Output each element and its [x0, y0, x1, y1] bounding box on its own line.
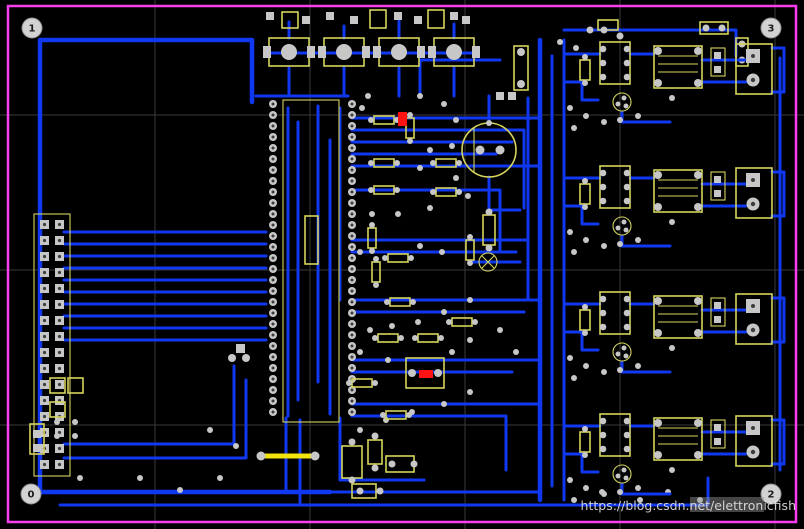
bottom-left-components: [29, 377, 84, 455]
main-ic-outline: [282, 99, 340, 423]
relay-channel-4: [562, 412, 786, 505]
relay-channel-1: [562, 40, 786, 133]
bottom-components: [341, 432, 418, 499]
red-marker-top: [398, 112, 407, 126]
crystal: [478, 252, 498, 272]
tall-component: [304, 215, 319, 265]
fiducial-top-left: 1: [21, 17, 43, 39]
relay-channel-2: [562, 164, 786, 257]
fiducial-top-right-label: 3: [768, 24, 775, 35]
resistor-group: [346, 112, 478, 420]
mid-left-pads: [228, 344, 250, 362]
fiducial-top-right: 3: [760, 17, 782, 39]
board-outline: [6, 4, 798, 524]
via-dots-layer: [77, 39, 703, 503]
capacitor-large: [461, 120, 517, 178]
top-center-component: [513, 45, 529, 91]
watermark: https://blog.csdn.net/elettronicfish: [581, 497, 796, 513]
mid-capacitor: [482, 208, 496, 252]
relay-channel-3: [562, 290, 786, 383]
tactile-buttons: [263, 37, 480, 67]
top-components: [266, 9, 516, 100]
watermark-highlight-box: [690, 497, 764, 512]
watermark-text: https://blog.csdn.net/elettronicfish: [581, 498, 796, 513]
highlight-net: [256, 451, 320, 461]
left-connector-outline: [33, 213, 71, 477]
fiducial-bottom-left-label: 0: [28, 490, 35, 501]
copper-traces-layer: [37, 18, 782, 507]
left-bus-traces: [62, 230, 268, 342]
highlighted-component: [405, 357, 445, 389]
main-ic-pads: [269, 100, 356, 416]
fiducial-bottom-right-label: 2: [768, 490, 775, 501]
fiducial-bottom-left: 0: [20, 483, 42, 505]
fiducial-top-left-label: 1: [29, 24, 36, 35]
fiducial-bottom-right: 2: [760, 483, 782, 505]
